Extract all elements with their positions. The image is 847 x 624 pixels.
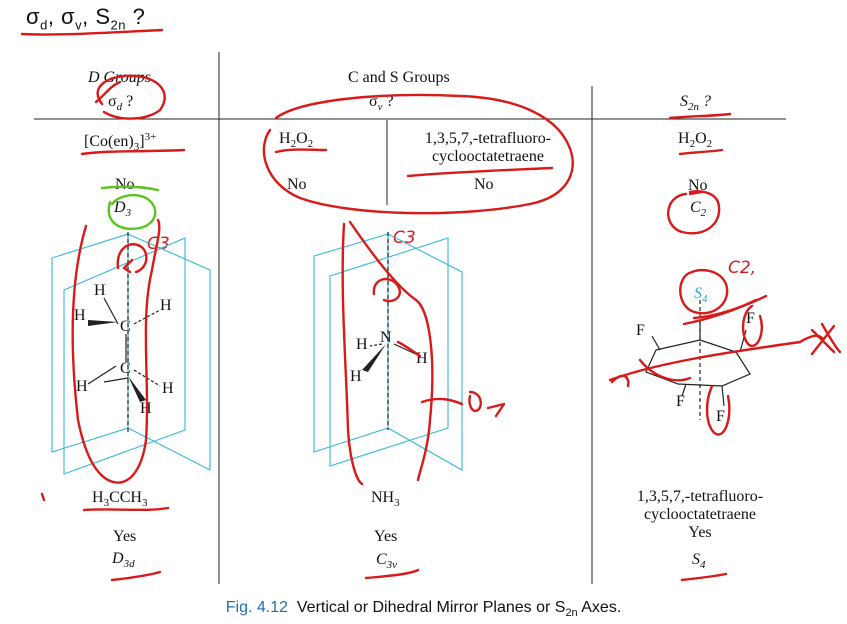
- header-sigma-d: σd ?: [108, 93, 134, 113]
- cell-co-en-answer: No: [115, 176, 135, 193]
- tfcot-bonds: [645, 300, 751, 420]
- page-heading: σd, σv, S2n ?: [26, 4, 146, 33]
- ethane-atom-h1: H: [94, 282, 106, 299]
- cell-ethane-group: D3d: [112, 550, 135, 570]
- ink-circle-s4: [679, 269, 729, 315]
- ink-circle-c2: [666, 190, 721, 235]
- ink-ammonia-h: [396, 340, 422, 358]
- ink-underline-tfcot: [406, 166, 554, 178]
- green-ink-annotations: [100, 185, 160, 231]
- annotation-c3-ammonia: C3: [393, 228, 416, 248]
- header-c-s-groups: C and S Groups: [348, 69, 450, 86]
- cell-co-en-group: D3: [114, 199, 132, 219]
- ink-circle-sigma-d: [96, 74, 166, 120]
- ammonia-atom-h1: H: [356, 336, 368, 353]
- ethane-atom-c2: C: [120, 360, 131, 377]
- annotation-c2-tfcot: C2,: [728, 258, 757, 278]
- ink-underline-co-en: [80, 148, 186, 156]
- cell-tfcot-row2: 1,3,5,7,-tetrafluoro- cyclooctatetraene …: [636, 488, 764, 541]
- cell-nh3: NH3: [371, 489, 400, 509]
- ink-ethane-rotation: [116, 243, 148, 274]
- red-ink-annotations: [20, 28, 842, 582]
- ink-heading-underline: [20, 28, 164, 36]
- ink-ethane-arrow: [122, 258, 134, 274]
- cell-nh3-answer: Yes: [374, 528, 398, 545]
- header-sigma-v: σv ?: [369, 93, 394, 113]
- ink-s4-plane-line: [608, 340, 802, 382]
- ink-arrow-shaft: [420, 397, 464, 406]
- ink-strike-no: [688, 190, 704, 196]
- ink-underline-ethane: [82, 506, 170, 512]
- cell-ethane-answer: Yes: [113, 528, 137, 545]
- ink-dot: [40, 492, 46, 502]
- ethane-atom-h4: H: [76, 378, 88, 395]
- ink-arrow-tail: [486, 402, 506, 418]
- ink-ammonia-rotation: [372, 277, 401, 303]
- ink-underline-h2o2-b: [678, 148, 724, 156]
- ink-plane-hook: [610, 374, 630, 388]
- ethane-atom-h2: H: [74, 307, 86, 324]
- ammonia-bonds: [369, 232, 421, 430]
- ink-ethane-plane: [71, 218, 161, 484]
- tfcot-atom-f4: F: [716, 408, 725, 425]
- tfcot-atom-f2: F: [746, 310, 755, 327]
- ethane-atom-h3: H: [160, 297, 172, 314]
- ink-underline-c3v: [364, 568, 420, 580]
- cell-co-en: [Co(en)3]3+: [84, 131, 157, 153]
- ethane-bonds: [87, 232, 161, 432]
- ammonia-wedge: [362, 344, 386, 372]
- ethane-wedge-top: [88, 320, 118, 326]
- ink-underline-d3d: [110, 570, 162, 582]
- cell-ethane: H3CCH3: [92, 489, 148, 509]
- cell-h2o2-b: H2O2: [678, 130, 713, 150]
- ink-green-underline-no: [100, 185, 160, 192]
- ink-underline-s4: [680, 572, 728, 582]
- cell-tfcot-group: S4: [692, 551, 706, 571]
- s4-axis-label: S4: [694, 285, 708, 305]
- ammonia-atom-n: N: [380, 329, 392, 346]
- figure-caption: Fig. 4.12 Vertical or Dihedral Mirror Pl…: [225, 599, 622, 620]
- ink-c2-axis-2: [682, 298, 758, 326]
- ethane-wedge-bottom: [128, 376, 146, 402]
- cell-h2o2-b-answer: No: [688, 177, 708, 194]
- cell-h2o2-a: H2O2: [279, 130, 314, 150]
- ink-underline-s2n: [668, 112, 732, 120]
- header-s2n: S2n ?: [680, 93, 711, 113]
- ethane-atom-h5: H: [162, 380, 174, 397]
- ink-arrow-loop: [468, 390, 482, 413]
- ink-cross-out: [810, 322, 842, 356]
- cell-h2o2-b-group: C2: [690, 199, 707, 219]
- ethane-atom-c1: C: [120, 318, 131, 335]
- ink-underline-h2o2-a: [274, 148, 328, 154]
- ink-arrow-sigma-d: [94, 80, 122, 104]
- annotation-c3-ethane: C3: [147, 234, 170, 254]
- ammonia-atom-h2: H: [350, 368, 362, 385]
- ink-circle-f-upper: [741, 304, 763, 348]
- cell-tfcot-row1: 1,3,5,7,-tetrafluoro- cyclooctatetraene: [424, 130, 552, 165]
- tfcot-atom-f1: F: [636, 322, 645, 339]
- cell-h2o2-a-answer: No: [287, 176, 307, 193]
- ink-ammonia-line-1: [341, 222, 364, 486]
- ink-oval-sigma-v: [262, 93, 574, 215]
- cell-tfcot-row1-answer: No: [474, 176, 494, 193]
- ammonia-atom-h3: H: [416, 350, 428, 367]
- ink-green-circle-d3: [107, 193, 157, 231]
- ink-ammonia-line-2: [348, 220, 434, 482]
- ink-circle-f-lower: [705, 384, 731, 436]
- ink-plane-curve: [638, 358, 692, 382]
- cell-nh3-group: C3v: [376, 551, 398, 571]
- tfcot-atom-f3: F: [676, 393, 685, 410]
